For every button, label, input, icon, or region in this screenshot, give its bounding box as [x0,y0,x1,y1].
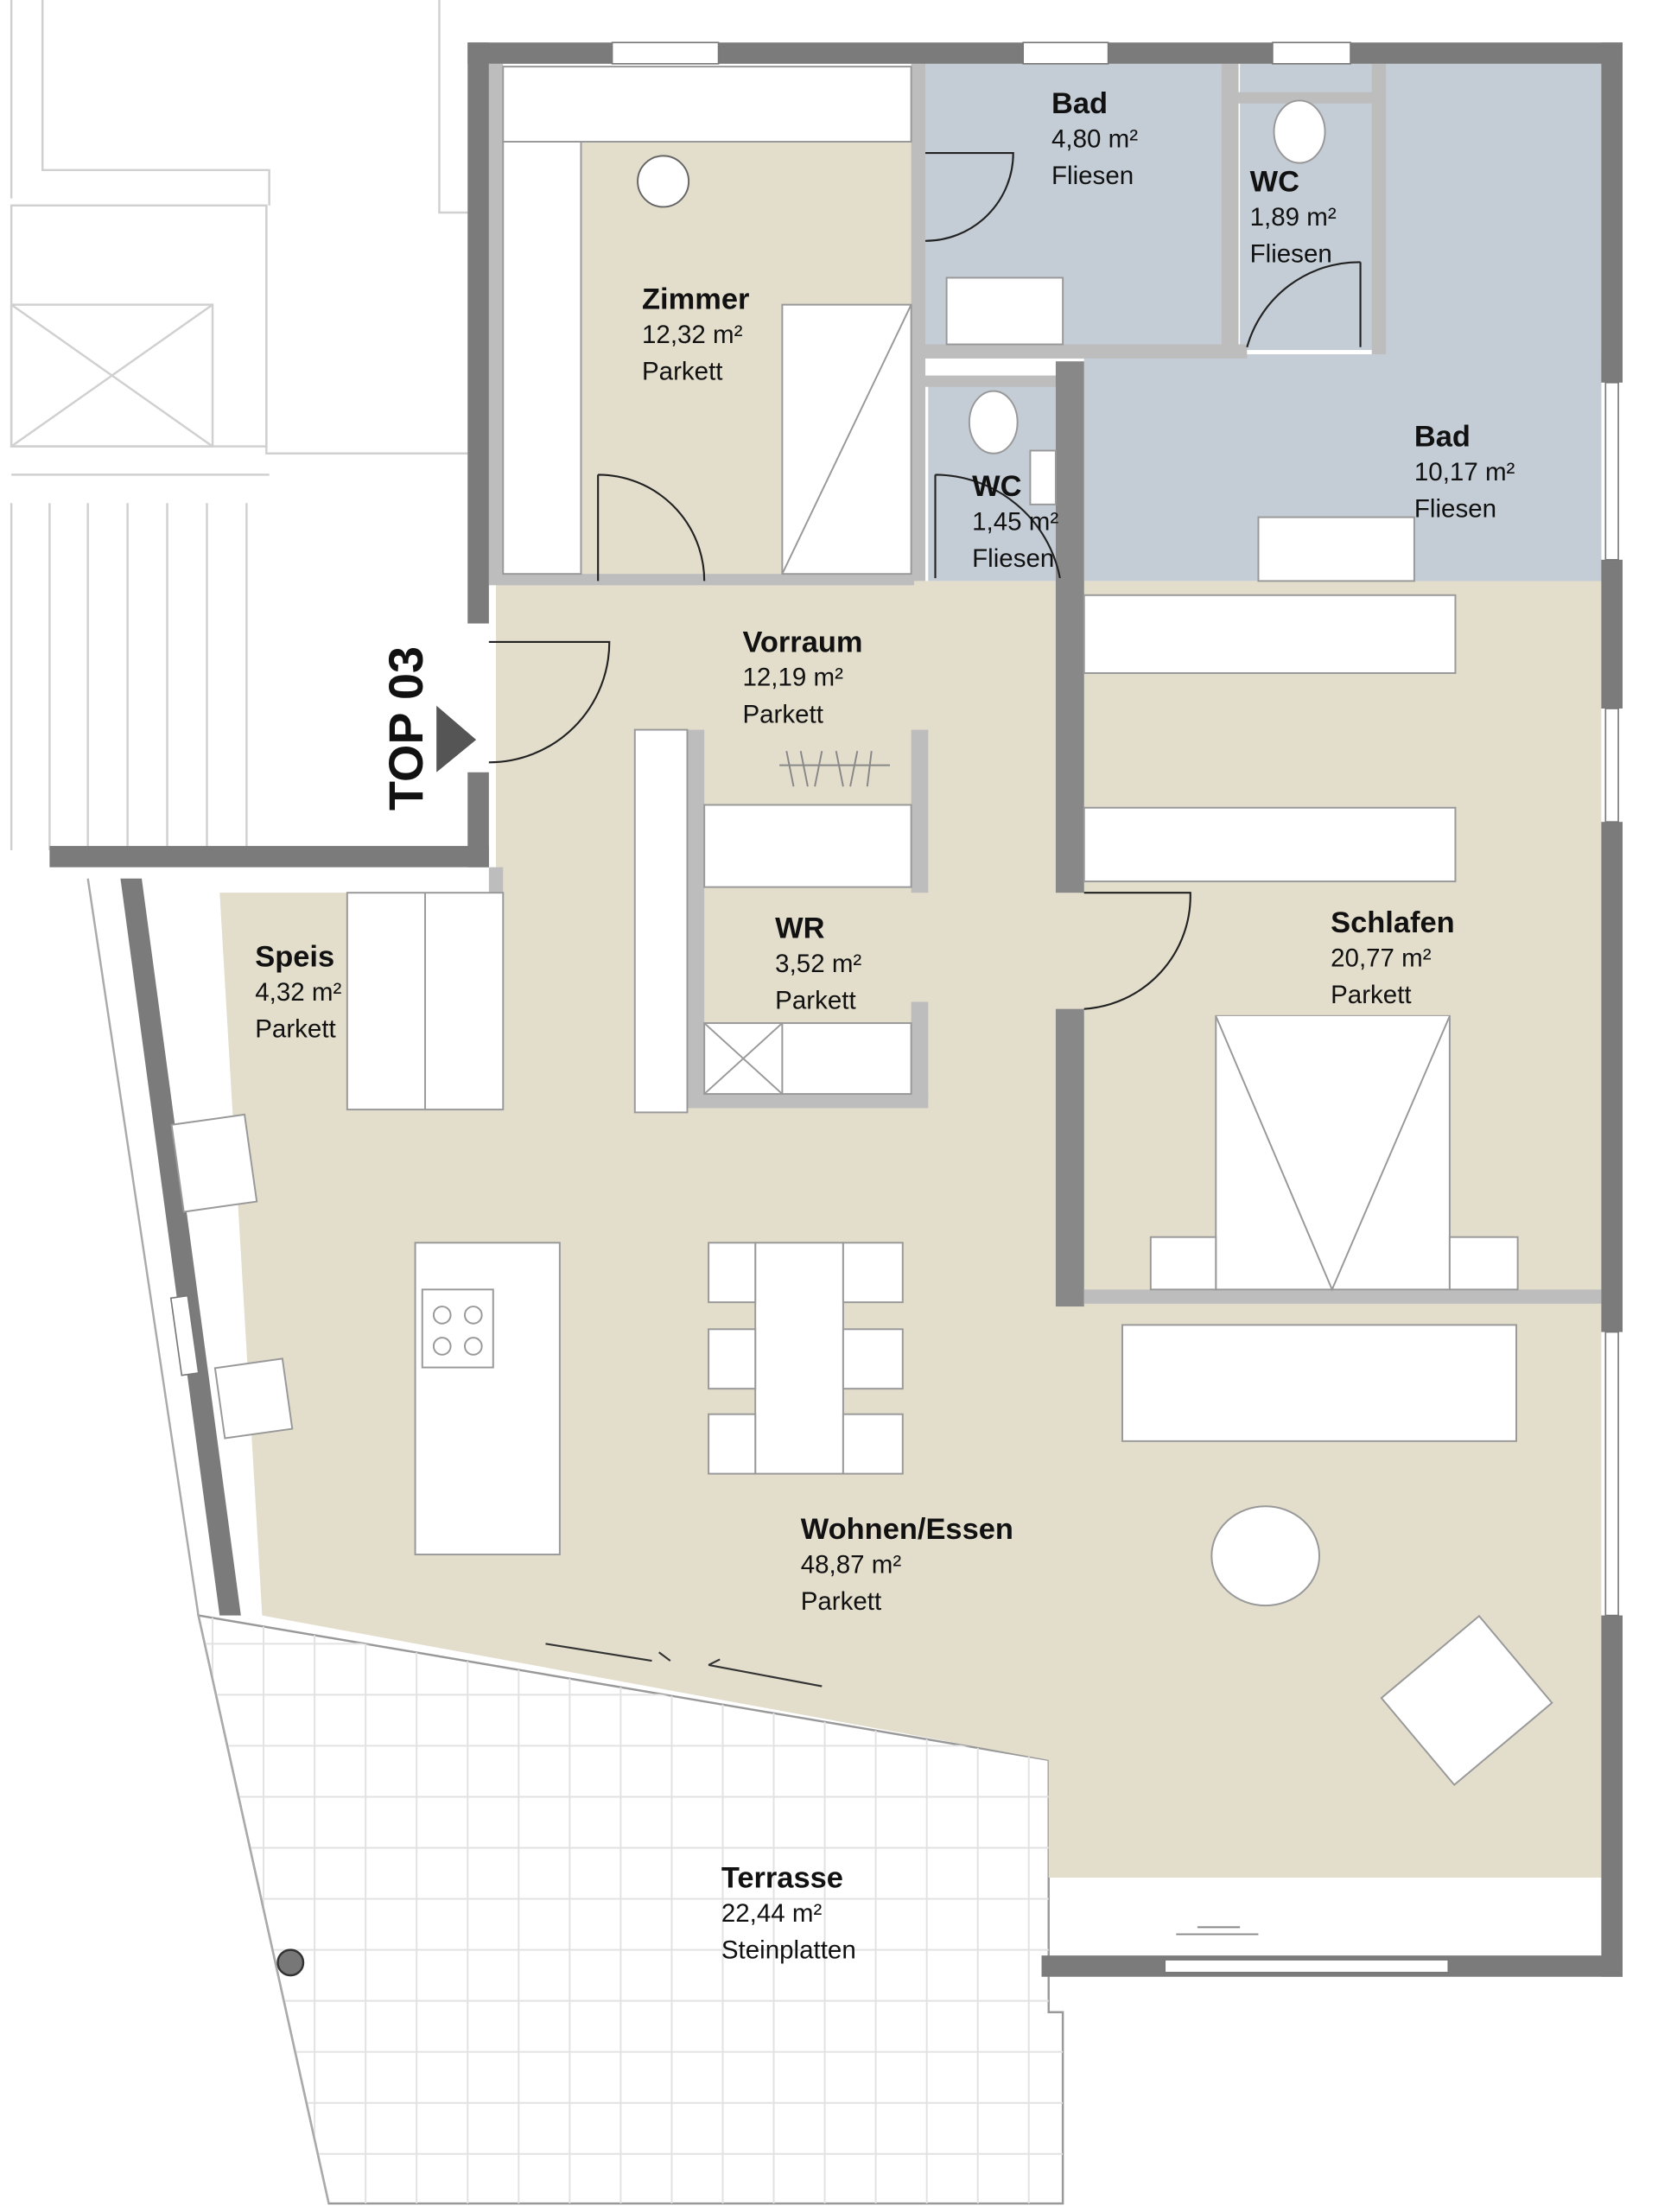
room-label: WR 3,52 m² Parkett [775,912,861,1015]
room-label: Bad 4,80 m² Fliesen [1051,87,1138,190]
room-floor: Parkett [775,987,856,1015]
room-label: Speis 4,32 m² Parkett [255,940,341,1043]
room-floor: Fliesen [1051,162,1134,190]
door-bad-small [925,152,1014,242]
room-name: Vorraum [742,626,862,658]
door-wc-lower [934,474,1061,579]
door-zimmer [597,474,706,582]
room-name: WR [775,912,825,945]
stairwell [10,0,468,850]
door-wc-upper [1246,261,1362,348]
room-area: 1,89 m² [1250,203,1337,232]
room-label: Terrasse 22,44 m² Steinplatten [721,1861,856,1964]
room-floor: Fliesen [972,544,1054,573]
room-area: 1,45 m² [972,507,1058,536]
room-label: WC 1,89 m² Fliesen [1250,165,1337,268]
room-name: Schlafen [1331,906,1455,939]
room-name: Terrasse [721,1861,843,1894]
inner-walls [488,63,1602,1307]
windows [169,41,1619,1974]
room-floor: Fliesen [1414,495,1496,524]
room-label: Wohnen/Essen 48,87 m² Parkett [801,1513,1013,1616]
terrace [197,1614,1064,2205]
room-floor: Parkett [642,358,723,386]
room-area: 20,77 m² [1331,944,1432,972]
room-area: 12,32 m² [642,321,743,349]
room-floor: Parkett [742,700,823,728]
unit-label: TOP 03 [379,646,433,810]
room-area: 48,87 m² [801,1550,902,1579]
room-floor: Fliesen [1250,239,1332,268]
room-floor: Steinplatten [721,1936,856,1964]
room-label: Zimmer 12,32 m² Parkett [642,283,749,386]
room-name: WC [972,470,1021,503]
room-floor: Parkett [255,1014,336,1043]
room-name: Wohnen/Essen [801,1513,1013,1546]
room-area: 4,80 m² [1051,125,1138,154]
room-name: Speis [255,940,334,973]
room-area: 10,17 m² [1414,458,1515,486]
room-area: 12,19 m² [742,664,843,692]
furniture [170,66,1553,1936]
room-label: Bad 10,17 m² Fliesen [1414,421,1515,524]
room-name: WC [1250,165,1299,198]
room-area: 22,44 m² [721,1899,823,1928]
room-floor: Parkett [801,1587,882,1616]
doors [488,152,1362,1688]
entrance-arrow-icon [436,705,477,772]
room-name: Zimmer [642,283,749,316]
room-area: 4,32 m² [255,978,341,1007]
room-label: Vorraum 12,19 m² Parkett [742,626,862,728]
room-label: Schlafen 20,77 m² Parkett [1331,906,1455,1009]
entrance-door [488,640,611,764]
room-floor: Parkett [1331,981,1412,1009]
drain-icon [276,1948,305,1977]
room-name: Bad [1051,87,1108,120]
room-name: Bad [1414,421,1471,454]
room-label: WC 1,45 m² Fliesen [972,470,1058,573]
door-schlafen [1083,892,1191,1010]
room-area: 3,52 m² [775,950,861,978]
